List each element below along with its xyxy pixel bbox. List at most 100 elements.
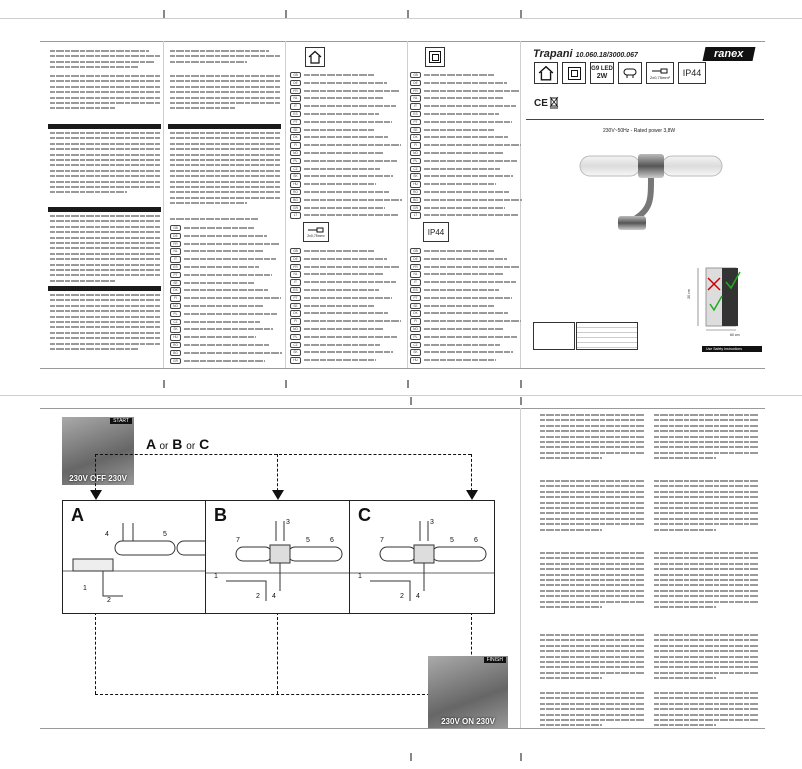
language-code-badge: CZ bbox=[410, 165, 421, 172]
language-code-badge: IT bbox=[410, 103, 421, 110]
spec-logos bbox=[533, 322, 575, 350]
language-row: LT bbox=[410, 212, 522, 220]
language-row: GR bbox=[170, 357, 282, 366]
language-code-badge: DE bbox=[410, 255, 421, 263]
language-row: GB bbox=[410, 248, 521, 256]
language-code-badge: ES bbox=[410, 110, 421, 118]
language-code-badge: GB bbox=[410, 248, 421, 255]
dimension-width: 60 cm bbox=[730, 333, 740, 337]
language-row: CZ bbox=[170, 318, 282, 327]
language-code-badge: GB bbox=[410, 72, 421, 79]
language-code-badge: NL bbox=[410, 271, 421, 278]
language-row: RO bbox=[410, 188, 522, 197]
text-line bbox=[184, 312, 277, 315]
language-row: NL bbox=[410, 271, 521, 279]
text-line bbox=[424, 89, 520, 92]
language-row: IT bbox=[170, 256, 282, 264]
choice-heading: A or B or C bbox=[146, 436, 210, 452]
text-line bbox=[184, 265, 259, 268]
language-code-badge: FR bbox=[290, 263, 301, 270]
language-row: CZ bbox=[410, 341, 521, 350]
indoor-use-icon bbox=[305, 47, 325, 67]
language-row: FR bbox=[170, 240, 282, 249]
language-row: DK bbox=[410, 310, 521, 318]
language-row: NO bbox=[410, 149, 522, 158]
step-number: 7 bbox=[236, 537, 240, 544]
led-bulb-icon: G9 LED 2W bbox=[590, 62, 614, 84]
class-ii-icon-product bbox=[562, 62, 586, 84]
text-line bbox=[304, 214, 398, 217]
language-row: PT bbox=[170, 271, 282, 280]
text-line bbox=[304, 335, 397, 338]
text-line bbox=[424, 105, 516, 108]
text-line bbox=[424, 144, 521, 147]
language-code-badge: NO bbox=[290, 325, 301, 333]
safety-text-col1 bbox=[50, 50, 160, 72]
panel-c-letter: C bbox=[358, 505, 371, 525]
rated-power-text: 230V~50Hz - Rated power 3,8W bbox=[603, 128, 676, 134]
language-code-badge: RO bbox=[170, 341, 181, 349]
language-code-badge: SK bbox=[170, 326, 181, 333]
language-row: HU bbox=[290, 181, 402, 189]
language-code-badge: SE bbox=[410, 302, 421, 309]
language-code-badge: FI bbox=[410, 318, 421, 325]
language-code-badge: PT bbox=[170, 271, 181, 279]
language-row: NL bbox=[410, 95, 522, 103]
language-row: PL bbox=[410, 333, 521, 342]
language-row: NL bbox=[290, 271, 401, 279]
language-row: FI bbox=[290, 142, 402, 150]
language-code-badge: NO bbox=[410, 325, 421, 333]
language-code-badge: DK bbox=[410, 310, 421, 317]
language-code-badge: CZ bbox=[290, 165, 301, 172]
text-line bbox=[184, 234, 267, 237]
text-line bbox=[304, 351, 393, 354]
language-code-badge: PT bbox=[410, 294, 421, 302]
class-ii-icon bbox=[425, 47, 445, 67]
language-code-badge: DE bbox=[170, 232, 181, 240]
brand-logo: ranex bbox=[702, 47, 756, 61]
text-line bbox=[424, 159, 517, 162]
language-row: ES bbox=[290, 286, 401, 295]
language-code-badge: FI bbox=[410, 142, 421, 149]
language-code-badge: SE bbox=[170, 279, 181, 286]
language-code-badge: DK bbox=[290, 310, 301, 317]
language-row: ES bbox=[290, 110, 402, 119]
language-code-badge: DE bbox=[290, 79, 301, 87]
language-row: CZ bbox=[410, 165, 522, 174]
text-line bbox=[304, 89, 400, 92]
text-line bbox=[304, 327, 384, 330]
bottom-border-line bbox=[40, 368, 765, 369]
language-row: DK bbox=[290, 310, 401, 318]
language-row: NL bbox=[290, 95, 402, 103]
panel-a-letter: A bbox=[71, 505, 84, 525]
language-code-badge: FR bbox=[410, 263, 421, 270]
ce-mark: CE bbox=[534, 98, 548, 109]
text-line bbox=[304, 257, 387, 260]
language-row: NO bbox=[410, 325, 521, 334]
text-line bbox=[304, 151, 384, 154]
language-code-badge: SK bbox=[290, 349, 301, 356]
text-line bbox=[424, 136, 508, 139]
text-line bbox=[184, 289, 268, 292]
language-code-badge: PL bbox=[290, 157, 301, 165]
text-line bbox=[424, 343, 500, 346]
language-row: PT bbox=[410, 118, 522, 127]
text-line bbox=[424, 257, 507, 260]
text-line bbox=[304, 74, 374, 76]
text-line bbox=[424, 281, 516, 284]
cable-icon: 2x0,75mm² bbox=[303, 222, 329, 242]
step-number: 2 bbox=[107, 597, 111, 604]
text-line bbox=[184, 297, 281, 300]
language-row: BG bbox=[290, 196, 402, 205]
language-code-badge: NO bbox=[170, 302, 181, 310]
text-line bbox=[304, 128, 375, 131]
language-code-badge: FI bbox=[290, 318, 301, 325]
language-code-badge: ES bbox=[410, 286, 421, 294]
language-row: GB bbox=[170, 225, 282, 233]
language-code-badge: LT bbox=[290, 212, 301, 219]
text-line bbox=[424, 320, 521, 323]
led-bulb-power: 2W bbox=[596, 73, 608, 80]
language-row: PL bbox=[410, 157, 522, 166]
text-line bbox=[424, 296, 512, 299]
